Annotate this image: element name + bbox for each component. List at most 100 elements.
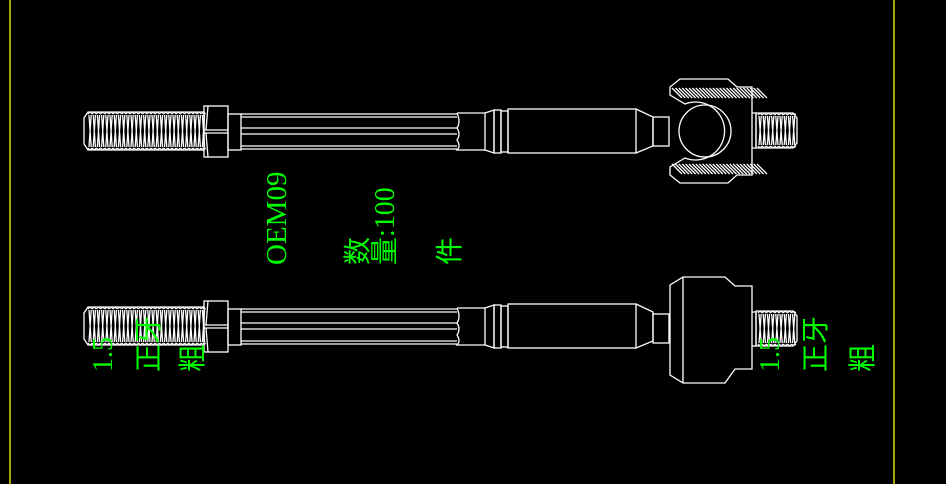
hatch-line — [705, 163, 717, 175]
hatch-line — [695, 163, 707, 175]
hatch-line — [736, 163, 748, 175]
right-thread-spec-line1: 1.5 — [755, 337, 786, 372]
hatch-line — [722, 163, 734, 175]
thread-turn — [175, 306, 181, 346]
hatch-line — [698, 163, 710, 175]
thread-turn — [95, 306, 102, 346]
hatch-line — [732, 87, 744, 99]
thread-turn — [175, 111, 181, 151]
thread-turn — [774, 310, 780, 347]
thread-turn — [146, 306, 152, 346]
hatch-line — [739, 163, 751, 175]
collar — [227, 113, 242, 151]
thread-turn — [150, 111, 156, 151]
hatch-line — [742, 163, 754, 175]
thread-turn — [150, 306, 156, 346]
neck — [652, 116, 670, 147]
thread-turn — [91, 111, 97, 151]
thread-turn — [100, 111, 106, 151]
thread-turn — [163, 111, 169, 151]
thread-turn — [786, 112, 793, 149]
tie-rod-top-view — [83, 78, 798, 184]
thread-turn — [154, 306, 160, 346]
thread-turn — [146, 111, 152, 151]
hatch-line — [691, 163, 703, 175]
thread-turn — [167, 111, 173, 151]
hatch-line — [688, 163, 700, 175]
ring — [500, 110, 509, 153]
thread-turn — [163, 306, 169, 346]
taper — [484, 109, 495, 154]
thread-turn — [121, 111, 127, 151]
hatch-line — [753, 87, 765, 99]
hatch-line — [671, 163, 683, 175]
collar — [227, 308, 242, 346]
hatch-line — [729, 163, 741, 175]
right-thread-spec-line2: 正牙 — [801, 316, 832, 372]
quantity-label-line1: 数 — [342, 237, 374, 265]
thread-turn — [125, 111, 131, 151]
shaft-flutes — [241, 308, 457, 345]
thread-turn — [112, 306, 118, 346]
thread-turn — [95, 111, 102, 151]
thread-turn — [765, 112, 772, 149]
hatch-line — [719, 87, 731, 99]
thread-turn — [786, 310, 793, 347]
thread-turn — [196, 111, 202, 151]
hatch-line — [712, 87, 724, 99]
hatch-line — [688, 87, 700, 99]
hex-nut-faces — [204, 105, 228, 158]
thread-turn — [87, 111, 93, 151]
hatch-line — [742, 87, 754, 99]
thread-turn — [154, 111, 160, 151]
hatch-line — [729, 87, 741, 99]
taper — [484, 304, 495, 349]
hatch-line — [691, 87, 703, 99]
thread-turn — [158, 111, 165, 151]
hatch-line — [671, 87, 683, 99]
thread-turn — [121, 306, 127, 346]
thread-turn — [192, 306, 198, 346]
hatch-line — [715, 87, 727, 99]
thread-turn — [171, 306, 177, 346]
hatch-line — [678, 87, 690, 99]
hatch-line — [674, 163, 686, 175]
thread-turn — [184, 306, 190, 346]
hatch-line — [736, 87, 748, 99]
hatch-line — [712, 163, 724, 175]
thread-turn — [188, 111, 194, 151]
thread-turn — [137, 111, 144, 151]
hatch-line — [695, 87, 707, 99]
shaft-end — [455, 307, 486, 346]
thread-turn — [179, 111, 186, 151]
thread-turn — [179, 306, 186, 346]
hatch-line — [702, 87, 714, 99]
thread-turn — [104, 111, 110, 151]
thread-turn — [133, 111, 139, 151]
thread-turn — [108, 111, 114, 151]
thread-turn — [791, 310, 797, 347]
hatch-line — [678, 163, 690, 175]
thread-turn — [184, 111, 190, 151]
left-thread-spec-line1: 1.5 — [88, 337, 119, 372]
right-thread-pattern — [757, 112, 797, 149]
thread-turn — [112, 111, 118, 151]
thread-turn — [782, 112, 788, 149]
thread-turn — [765, 310, 772, 347]
hatch-line — [746, 87, 758, 99]
thread-turn — [91, 306, 97, 346]
quantity-label-line2: 量:100 — [370, 187, 401, 265]
hatch-line — [681, 87, 693, 99]
hatch-line — [749, 163, 761, 175]
hatch-line — [756, 87, 768, 99]
hatch-line — [722, 87, 734, 99]
thread-turn — [196, 306, 202, 346]
hatch-line — [719, 163, 731, 175]
thread-turn — [142, 306, 148, 346]
hex-nut-faces — [204, 300, 228, 353]
hatch-line — [681, 163, 693, 175]
hatch-line — [739, 87, 751, 99]
thread-turn — [782, 310, 788, 347]
